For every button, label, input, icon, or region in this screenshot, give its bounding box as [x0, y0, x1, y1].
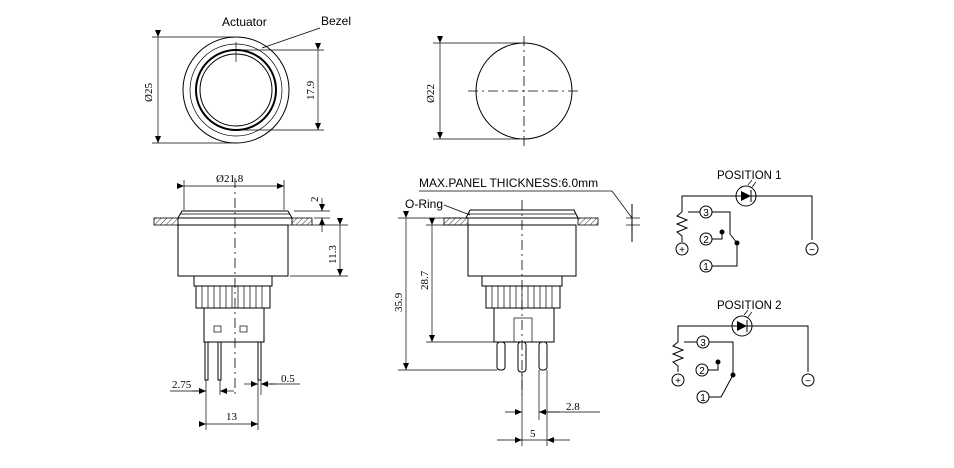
pin-thickness-label: 0.5 [281, 373, 295, 385]
panel-right [291, 217, 313, 226]
panel-thickness-note: MAX.PANEL THICKNESS:6.0mm [419, 176, 598, 190]
front-view: Actuator Bezel Ø25 17.9 [143, 14, 351, 144]
svg-text:+: + [675, 376, 681, 387]
actuator-label: Actuator [222, 15, 267, 29]
section-panel-right [577, 217, 599, 226]
section-bezel [465, 209, 579, 219]
pin-left [204, 341, 209, 381]
svg-text:3: 3 [700, 338, 706, 349]
bezel-width-label: Ø21.8 [216, 173, 244, 185]
bezel-label: Bezel [321, 14, 351, 28]
panel-cutout-view: Ø22 [425, 36, 580, 146]
section-view: MAX.PANEL THICKNESS:6.0mm O-Ring [393, 176, 640, 446]
position1-title: POSITION 1 [717, 170, 782, 182]
side-view: Ø21.8 [153, 173, 348, 430]
section-terminal-housing [493, 307, 555, 343]
svg-text:−: − [809, 245, 815, 256]
pin-gap-label: 2.8 [566, 401, 580, 413]
oring-leader [443, 204, 471, 216]
svg-text:−: − [805, 376, 811, 387]
pin-pitch-label: 5 [530, 428, 536, 440]
position2-resistor-icon [671, 341, 685, 372]
svg-text:1: 1 [703, 262, 709, 273]
svg-text:3: 3 [703, 208, 709, 219]
svg-text:+: + [679, 245, 685, 256]
outer-diameter-label: Ø25 [143, 83, 155, 102]
position2-plus-icon [671, 373, 685, 387]
section-pin-right [538, 341, 548, 371]
nut-ribs [201, 286, 263, 308]
section-panel-left [443, 217, 469, 226]
svg-text:1: 1 [700, 393, 706, 404]
position2-schematic: POSITION 2 + − 3 2 1 [671, 300, 815, 404]
cutout-dimension-label: Ø22 [425, 84, 437, 103]
actuator-circle [199, 53, 273, 127]
position2-title: POSITION 2 [717, 300, 782, 312]
terminal-housing [203, 307, 265, 343]
pin-right [257, 341, 262, 381]
position1-minus-icon [805, 242, 819, 256]
total-length-label: 35.9 [393, 292, 405, 312]
switch-body [177, 224, 289, 277]
panel-left [153, 217, 179, 226]
pin-middle [217, 341, 222, 381]
position1-resistor-icon [675, 211, 689, 242]
body-length-label: 28.7 [419, 270, 431, 290]
position1-schematic: POSITION 1 + − 3 2 1 [675, 170, 819, 273]
pin-offset-label: 2.75 [172, 379, 192, 391]
position2-minus-icon [801, 373, 815, 387]
section-nut [485, 285, 561, 309]
oring-label: O-Ring [405, 197, 443, 211]
switch-base [193, 275, 273, 287]
pin-span-label: 13 [226, 411, 238, 423]
position1-plus-icon [675, 242, 689, 256]
section-pin-left [496, 341, 506, 371]
svg-text:2: 2 [699, 366, 705, 377]
bezel-outer-circle [182, 36, 290, 144]
bezel-height-label: 2 [309, 197, 321, 203]
svg-text:2: 2 [703, 235, 709, 246]
locking-nut [195, 285, 271, 309]
bezel-leader [261, 27, 321, 49]
actuator-diameter-label: 17.9 [305, 80, 317, 100]
body-height-label: 11.3 [327, 245, 339, 264]
